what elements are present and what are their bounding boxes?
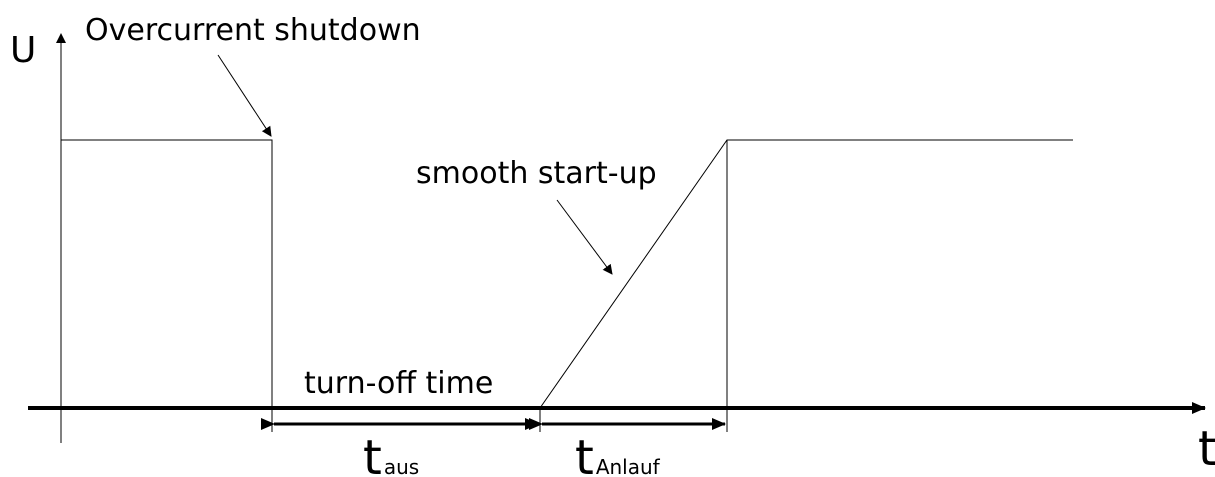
overcurrent-pointer-arrow [217, 54, 272, 137]
overcurrent-label: Overcurrent shutdown [85, 13, 421, 48]
x-axis-label: t [1198, 421, 1215, 477]
turn-off-time-label: turn-off time [304, 366, 493, 401]
voltage-waveform [61, 139, 1073, 409]
smooth-startup-pointer-arrow [556, 199, 613, 275]
y-axis-label: U [10, 30, 36, 71]
smooth-startup-label: smooth start-up [416, 156, 657, 191]
